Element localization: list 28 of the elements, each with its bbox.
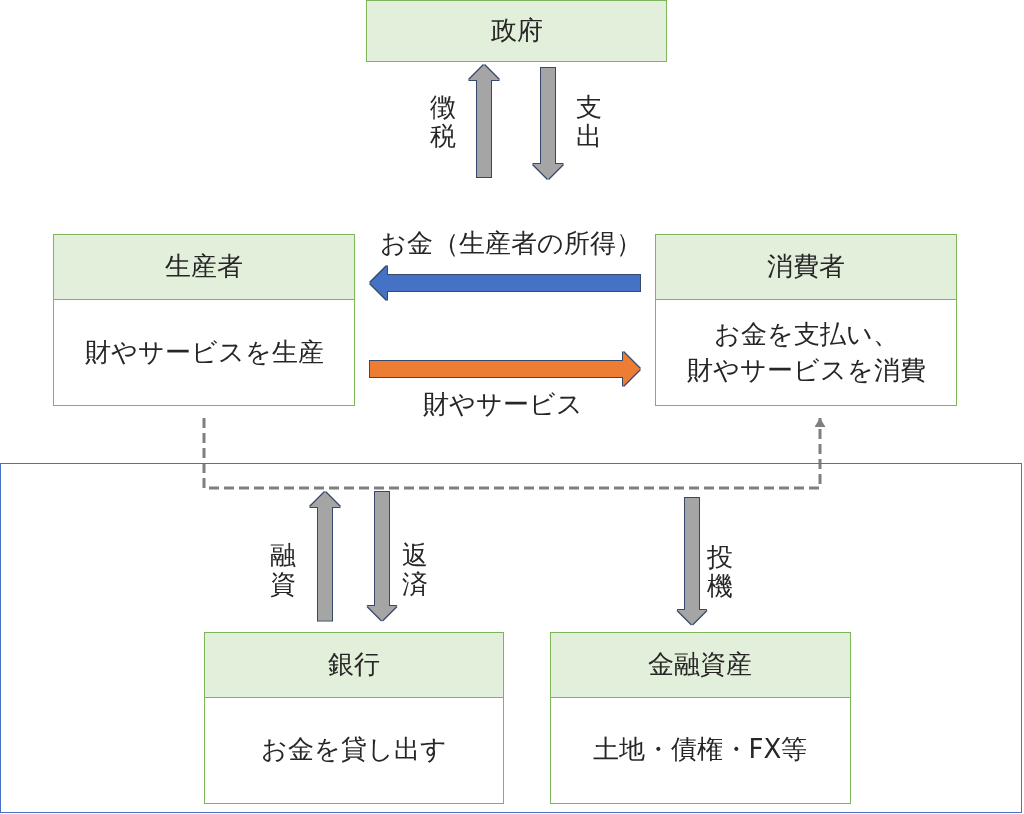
arrow xyxy=(367,492,397,621)
edge-label: 徴税 xyxy=(430,93,456,151)
edge-label: 支出 xyxy=(576,93,602,151)
dashed-arrow xyxy=(202,418,826,490)
node-description: 土地・債権・FX等 xyxy=(592,733,808,767)
node-title: 消費者 xyxy=(767,250,845,284)
node-title: 政府 xyxy=(490,14,543,48)
process-box xyxy=(655,234,957,406)
node-title: 生産者 xyxy=(165,250,243,284)
arrow xyxy=(370,266,640,300)
process-box xyxy=(203,631,504,804)
node-title: 金融資産 xyxy=(648,647,752,681)
node-description: お金を貸し出す xyxy=(260,733,447,767)
node-title: 銀行 xyxy=(327,647,380,681)
arrow xyxy=(310,492,340,621)
process-box xyxy=(53,234,355,406)
arrow xyxy=(469,65,499,177)
edge-label: 投機 xyxy=(707,543,733,601)
process-box xyxy=(366,0,667,62)
node-description: お金を支払い、財やサービスを消費 xyxy=(685,317,927,387)
group-frame xyxy=(0,463,1022,813)
arrow xyxy=(677,498,707,625)
edge-label: 返済 xyxy=(402,541,428,599)
node-description: 財やサービスを生産 xyxy=(84,335,324,369)
arrow xyxy=(370,352,640,386)
arrow xyxy=(533,68,563,179)
process-box xyxy=(549,631,851,804)
edge-label: 融資 xyxy=(270,541,296,599)
